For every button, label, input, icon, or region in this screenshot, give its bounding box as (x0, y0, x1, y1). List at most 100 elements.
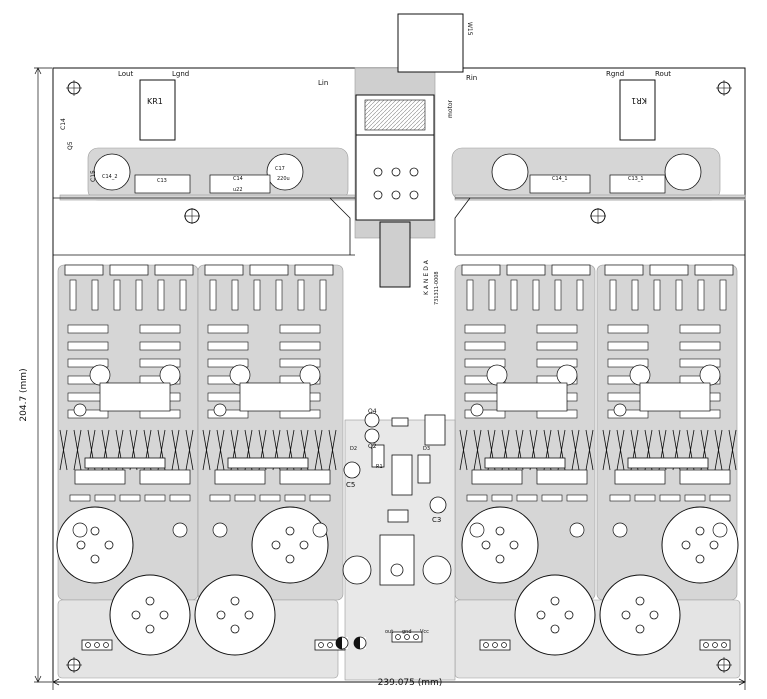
film-cap (614, 469, 666, 485)
resistor-horizontal (279, 358, 321, 368)
small-cap (212, 522, 228, 538)
big-cap-pad (104, 540, 114, 550)
resistor-horizontal (464, 409, 506, 419)
label-rin: Rin (466, 74, 477, 82)
big-cap-pad (550, 624, 560, 634)
power-label-out: out (385, 629, 393, 635)
big-cap-pad (145, 596, 155, 606)
resistor-vertical (231, 279, 239, 311)
jack-connectors (81, 631, 731, 651)
resistor-small (516, 494, 538, 502)
heatsink-fin (328, 429, 337, 471)
resistor-small (69, 494, 91, 502)
label-c14-1: C14_1 (552, 176, 568, 182)
dimension-width: 239.075 (mm) (378, 678, 443, 688)
label-c5: C5 (346, 481, 355, 489)
big-cap-pad (76, 540, 86, 550)
big-cap-pad (695, 526, 705, 536)
film-cap (679, 469, 731, 485)
transistor-body (461, 264, 501, 276)
small-cap (556, 364, 578, 386)
big-cap-pad (621, 610, 631, 620)
small-cap (72, 522, 88, 538)
resistor-horizontal (607, 324, 649, 334)
film-cap (279, 469, 331, 485)
label-c13-1: C13_1 (628, 176, 644, 182)
resistor-small (94, 494, 116, 502)
resistor-vertical (719, 279, 727, 311)
trimmer (613, 403, 627, 417)
label-d3: D3 (423, 446, 430, 452)
big-cap-pad (481, 540, 491, 550)
label-q2: Q2 (368, 443, 377, 450)
heatsink-fin (602, 429, 611, 471)
heatsink-fin (171, 429, 180, 471)
resistor-horizontal (207, 409, 249, 419)
cap-c17-value: 220u (277, 176, 290, 182)
center-shaft (379, 221, 411, 288)
resistor-vertical (319, 279, 327, 311)
heatsink-fin (59, 429, 68, 471)
resistor-horizontal (139, 341, 181, 351)
heatsink-fin (714, 429, 723, 471)
center-bottom-symbols (335, 636, 367, 650)
small-cap (312, 522, 328, 538)
resistor-small (309, 494, 331, 502)
label-lgnd: Lgnd (172, 70, 189, 78)
small-components (69, 469, 731, 538)
resistor-horizontal (679, 341, 721, 351)
big-cap-pad (635, 624, 645, 634)
resistor-horizontal (279, 324, 321, 334)
label-d2: D2 (350, 446, 357, 452)
film-cap (639, 382, 711, 412)
small-cap (699, 364, 721, 386)
relay-left-label: KR1 (147, 97, 163, 106)
film-cap (471, 469, 523, 485)
small-cap (612, 522, 628, 538)
small-cap (299, 364, 321, 386)
jack-pin (327, 642, 333, 648)
center-module-pads (373, 167, 419, 200)
resistor-vertical (631, 279, 639, 311)
brand-code: 731311-0008 (434, 271, 440, 305)
small-cap (486, 364, 508, 386)
resistor-horizontal (67, 341, 109, 351)
resistor-vertical (488, 279, 496, 311)
resistor-vertical (510, 279, 518, 311)
big-cap-pad (216, 610, 226, 620)
film-cap (239, 382, 311, 412)
resistor-vertical (275, 279, 283, 311)
jack-pin (395, 634, 401, 640)
top-connector-label: W15 (466, 22, 473, 36)
film-cap (99, 382, 171, 412)
label-rgnd: Rgnd (606, 70, 624, 78)
cap-c14-2: C14_2 (102, 174, 118, 180)
resistor-small (144, 494, 166, 502)
big-cap-pad (244, 610, 254, 620)
resistor-vertical (653, 279, 661, 311)
big-cap-pad (90, 554, 100, 564)
resistor-horizontal (536, 324, 578, 334)
big-cap-pad (495, 554, 505, 564)
dimension-lines (34, 67, 746, 690)
big-cap-body (661, 506, 739, 584)
resistor-vertical (697, 279, 705, 311)
resistor-small (234, 494, 256, 502)
big-cap-pad (495, 526, 505, 536)
big-cap-body (194, 574, 276, 656)
top-connector-box (397, 13, 464, 73)
big-cap-pad (230, 596, 240, 606)
resistor-small (466, 494, 488, 502)
cap-c17: C17 (275, 166, 285, 172)
small-cap (712, 522, 728, 538)
resistor-small (566, 494, 588, 502)
big-cap-pad (635, 596, 645, 606)
resistor-horizontal (464, 324, 506, 334)
label-u22-a: u22 (233, 187, 243, 193)
resistor-vertical (91, 279, 99, 311)
resistor-horizontal (536, 341, 578, 351)
heatsink-resistor (484, 457, 566, 469)
film-cap (496, 382, 568, 412)
center-components (342, 412, 452, 586)
relay-right (619, 79, 656, 141)
